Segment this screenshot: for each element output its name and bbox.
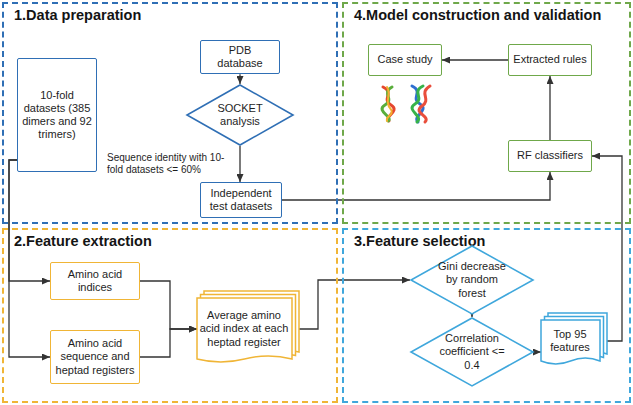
- decision-diamond: Correlation coefficient <= 0.4: [410, 317, 534, 387]
- process-box: 10-fold datasets (385 dimers and 92 trim…: [17, 58, 97, 172]
- node-text: Top 95 features: [543, 328, 597, 354]
- process-box: Case study: [368, 44, 442, 76]
- connector-arrow: [549, 76, 550, 140]
- node-text: 10-fold datasets (385 dimers and 92 trim…: [18, 89, 96, 142]
- node-text: Correlation coefficient <= 0.4: [435, 332, 509, 372]
- connector-arrow: [140, 281, 197, 329]
- node-text: Average amino acid index at each heptad …: [199, 309, 289, 349]
- connector-arrow: [534, 351, 541, 352]
- process-box: PDB database: [200, 40, 280, 74]
- process-box: RF classifiers: [508, 140, 592, 172]
- node-text: Independent test datasets: [201, 187, 281, 213]
- panel-title: 4.Model construction and validation: [354, 7, 601, 23]
- node-text: Extracted rules: [509, 53, 590, 66]
- process-box: Extracted rules: [508, 44, 592, 76]
- node-text: Gini decrease by random forest: [435, 260, 509, 300]
- node-text: Case study: [373, 53, 436, 66]
- connector-arrow: [9, 160, 50, 357]
- document-stack: Top 95 features: [540, 312, 608, 368]
- panel-title: 2.Feature extraction: [14, 233, 152, 249]
- panel-title: 3.Feature selection: [354, 233, 485, 249]
- document-outline: [540, 312, 608, 368]
- connector-arrow: [239, 74, 240, 84]
- panel-region: 3.Feature selectionGini decrease by rand…: [342, 228, 631, 403]
- edge-label: Sequence identity with 10-fold datasets …: [105, 152, 235, 176]
- document-page: [197, 298, 292, 362]
- process-box: Independent test datasets: [200, 182, 282, 218]
- connector-arrow: [471, 315, 472, 317]
- panel-region: 1.Data preparation 10-fold datasets (385 …: [2, 2, 338, 224]
- connector-arrow: [299, 280, 410, 329]
- node-text: Amino acid indices: [51, 268, 139, 294]
- panel-region: 4.Model construction and validationCase …: [342, 2, 631, 224]
- diamond-shape: [411, 318, 533, 386]
- node-text: Amino acid sequence and heptad registers: [51, 337, 139, 377]
- node-text: SOCKET analysis: [208, 102, 273, 128]
- connector-arrow: [282, 172, 550, 200]
- panel-region: 2.Feature extractionAmino acid indicesAm…: [2, 228, 338, 403]
- node-text: RF classifiers: [513, 149, 587, 162]
- decision-diamond: Gini decrease by random forest: [410, 245, 534, 315]
- connector-arrow: [9, 160, 50, 281]
- decision-diamond: SOCKET analysis: [186, 84, 294, 146]
- process-box: Amino acid indices: [50, 262, 140, 300]
- document-stack: Average amino acid index at each heptad …: [196, 290, 300, 366]
- node-text: PDB database: [201, 44, 279, 70]
- document-page: [541, 320, 600, 364]
- process-box: Amino acid sequence and heptad registers: [50, 330, 140, 384]
- diamond-shape: [411, 246, 533, 314]
- connector-arrow: [140, 329, 197, 357]
- diamond-shape: [187, 85, 293, 145]
- connector-arrow: [239, 146, 240, 182]
- panel-title: 1.Data preparation: [14, 7, 141, 23]
- connector-arrow: [442, 59, 508, 60]
